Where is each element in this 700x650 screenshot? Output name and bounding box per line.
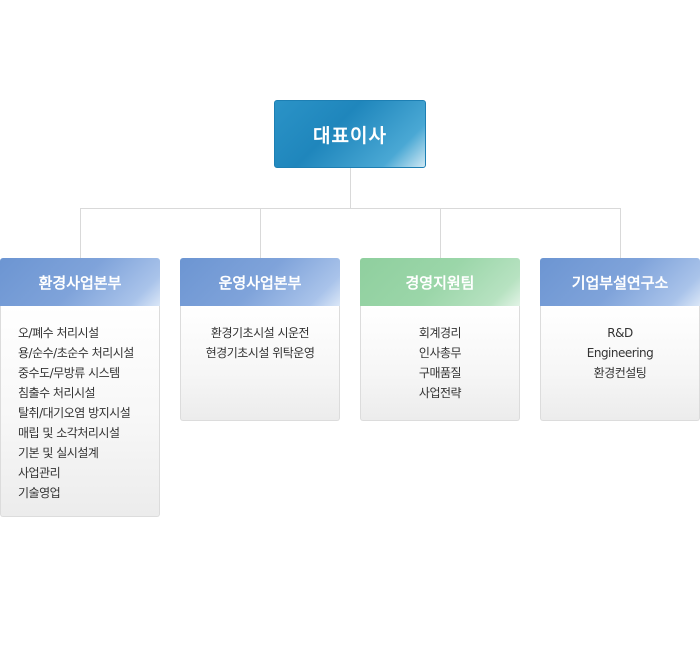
list-item: 매립 및 소각처리시설 [18,426,120,440]
dept-item-list: 회계경리 인사총무 구매품질 사업전략 [361,323,519,403]
connector-horizontal [80,208,621,209]
list-item: 기술영업 [18,486,61,500]
dept-title: 기업부설연구소 [571,273,669,292]
ceo-box: 대표이사 [274,100,426,168]
list-item: 침출수 처리시설 [18,386,96,400]
dept-item-list: 환경기초시설 시운전 현경기초시설 위탁운영 [181,323,339,363]
list-item: 환경기초시설 시운전 [210,326,310,340]
connector-dept-3 [440,208,441,260]
list-item: 기본 및 실시설계 [18,446,99,460]
connector-dept-1 [80,208,81,260]
dept-body: 오/폐수 처리시설 용/순수/초순수 처리시설 중수도/무방류 시스템 침출수 … [0,305,160,517]
dept-environment: 환경사업본부 오/폐수 처리시설 용/순수/초순수 처리시설 중수도/무방류 시… [0,258,160,517]
dept-management-support: 경영지원팀 회계경리 인사총무 구매품질 사업전략 [360,258,520,421]
dept-title: 운영사업본부 [218,273,302,292]
dept-item-list: 오/폐수 처리시설 용/순수/초순수 처리시설 중수도/무방류 시스템 침출수 … [18,323,159,503]
list-item: 오/폐수 처리시설 [18,326,99,340]
dept-title: 경영지원팀 [405,273,475,292]
dept-body: 회계경리 인사총무 구매품질 사업전략 [360,305,520,421]
list-item: 사업관리 [18,466,61,480]
connector-dept-4 [620,208,621,260]
dept-body: 환경기초시설 시운전 현경기초시설 위탁운영 [180,305,340,421]
dept-header: 운영사업본부 [180,258,340,306]
dept-title: 환경사업본부 [38,273,122,292]
list-item: 환경컨설팅 [593,366,647,380]
list-item: 회계경리 [418,326,462,340]
connector-ceo [350,168,351,208]
list-item: 사업전략 [418,386,462,400]
list-item: 탈취/대기오염 방지시설 [18,406,131,420]
dept-header: 기업부설연구소 [540,258,700,306]
list-item: 인사총무 [418,346,462,360]
list-item: 현경기초시설 위탁운영 [205,346,315,360]
list-item: 용/순수/초순수 처리시설 [18,346,134,360]
connector-dept-2 [260,208,261,260]
dept-operations: 운영사업본부 환경기초시설 시운전 현경기초시설 위탁운영 [180,258,340,421]
list-item: Engineering [586,346,654,360]
dept-research-lab: 기업부설연구소 R&D Engineering 환경컨설팅 [540,258,700,421]
dept-header: 환경사업본부 [0,258,160,306]
ceo-label: 대표이사 [313,124,387,147]
list-item: R&D [607,326,633,340]
dept-header: 경영지원팀 [360,258,520,306]
list-item: 구매품질 [418,366,462,380]
dept-body: R&D Engineering 환경컨설팅 [540,305,700,421]
list-item: 중수도/무방류 시스템 [18,366,120,380]
dept-item-list: R&D Engineering 환경컨설팅 [541,323,699,383]
